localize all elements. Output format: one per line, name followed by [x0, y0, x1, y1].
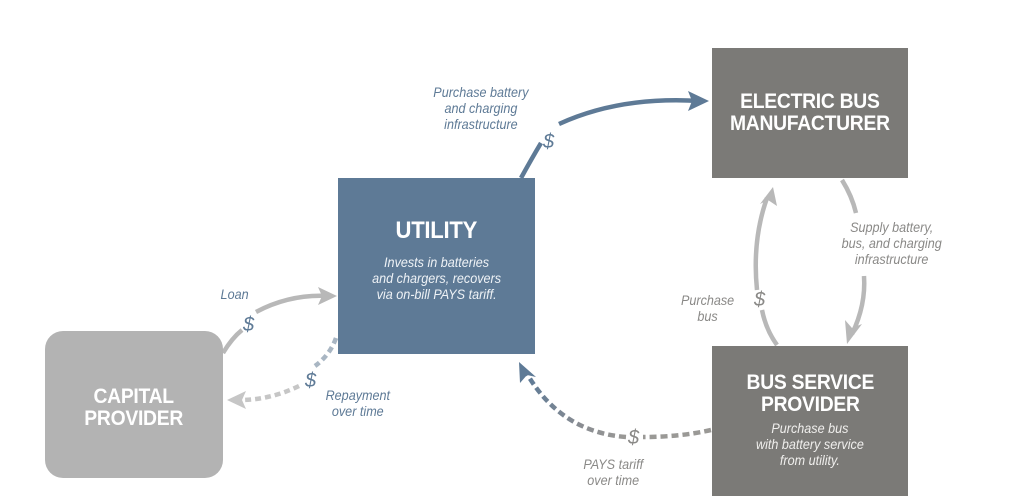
node-capital-provider: CAPITAL PROVIDER — [45, 331, 223, 478]
arrow-pays-tariff — [519, 362, 712, 440]
arrowhead-icon — [688, 91, 709, 111]
label-repayment: Repayment over time — [326, 387, 390, 419]
arrowhead-icon — [227, 391, 246, 409]
dollar-icon: $ — [304, 370, 317, 392]
arrowhead-icon — [845, 320, 862, 344]
label-line: bus, and charging — [841, 235, 942, 251]
arrow-loan — [221, 287, 337, 355]
desc-line: with battery service — [756, 436, 864, 452]
title-line: ELECTRIC BUS — [740, 90, 880, 113]
label-purchase-battery: Purchase battery and charging infrastruc… — [433, 84, 528, 132]
label-loan: Loan — [221, 286, 249, 302]
node-title: BUS SERVICE PROVIDER — [746, 372, 874, 416]
label-line: Loan — [220, 286, 249, 302]
title-line: MANUFACTURER — [730, 112, 890, 135]
label-pays-tariff: PAYS tariff over time — [583, 456, 643, 488]
title-line: BUS SERVICE — [746, 371, 874, 394]
node-electric-bus-manufacturer: ELECTRIC BUS MANUFACTURER — [712, 48, 908, 178]
dollar-icon: $ — [242, 314, 255, 336]
arrowhead-icon — [519, 362, 536, 383]
node-bus-service-provider: BUS SERVICE PROVIDER Purchase bus with b… — [712, 346, 908, 496]
label-line: bus — [697, 308, 718, 324]
desc-line: Invests in batteries — [383, 254, 490, 270]
desc-line: and chargers, recovers — [372, 270, 501, 286]
desc-line: Purchase bus — [771, 420, 849, 436]
node-description: Invests in batteries and chargers, recov… — [372, 254, 501, 302]
node-title: ELECTRIC BUS MANUFACTURER — [730, 91, 890, 135]
label-line: Purchase battery — [433, 84, 529, 100]
arrow-purchase-bus — [753, 187, 779, 347]
label-line: over time — [587, 472, 640, 488]
arrow-supply — [840, 178, 867, 344]
title-line: PROVIDER — [760, 393, 860, 416]
label-line: Supply battery, — [850, 219, 934, 235]
label-line: Repayment — [325, 387, 391, 403]
arrow-repayment — [227, 337, 339, 409]
title-line: PROVIDER — [84, 406, 184, 430]
desc-line: via on-bill PAYS tariff. — [376, 286, 497, 302]
label-line: and charging — [444, 100, 518, 116]
node-title: UTILITY — [395, 217, 478, 244]
node-description: Purchase bus with battery service from u… — [756, 420, 864, 468]
label-line: Purchase — [680, 292, 735, 308]
label-supply: Supply battery, bus, and charging infras… — [842, 219, 942, 267]
label-line: infrastructure — [854, 251, 929, 267]
label-line: infrastructure — [444, 116, 518, 132]
label-purchase-bus: Purchase bus — [681, 292, 734, 324]
arrowhead-icon — [318, 287, 337, 305]
label-line: PAYS tariff — [583, 456, 644, 472]
title-line: CAPITAL — [93, 384, 175, 408]
dollar-icon: $ — [542, 131, 555, 153]
dollar-icon: $ — [627, 427, 640, 449]
arrow-purchase-battery — [519, 91, 709, 180]
arrowhead-icon — [760, 187, 777, 206]
node-utility: UTILITY Invests in batteries and charger… — [338, 178, 535, 354]
node-title: CAPITAL PROVIDER — [84, 384, 184, 430]
label-line: over time — [331, 403, 384, 419]
desc-line: from utility. — [780, 452, 840, 468]
dollar-icon: $ — [753, 289, 766, 311]
